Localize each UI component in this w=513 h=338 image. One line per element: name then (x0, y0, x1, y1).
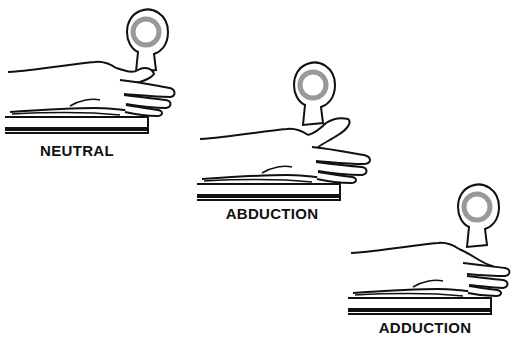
figure-label: ABDUCTION (226, 206, 319, 221)
adduction-figure (348, 185, 510, 314)
figure-label: NEUTRAL (40, 143, 114, 158)
abduction-figure (197, 63, 370, 200)
neutral-figure (5, 10, 175, 133)
figure-label: ADDUCTION (379, 320, 472, 335)
